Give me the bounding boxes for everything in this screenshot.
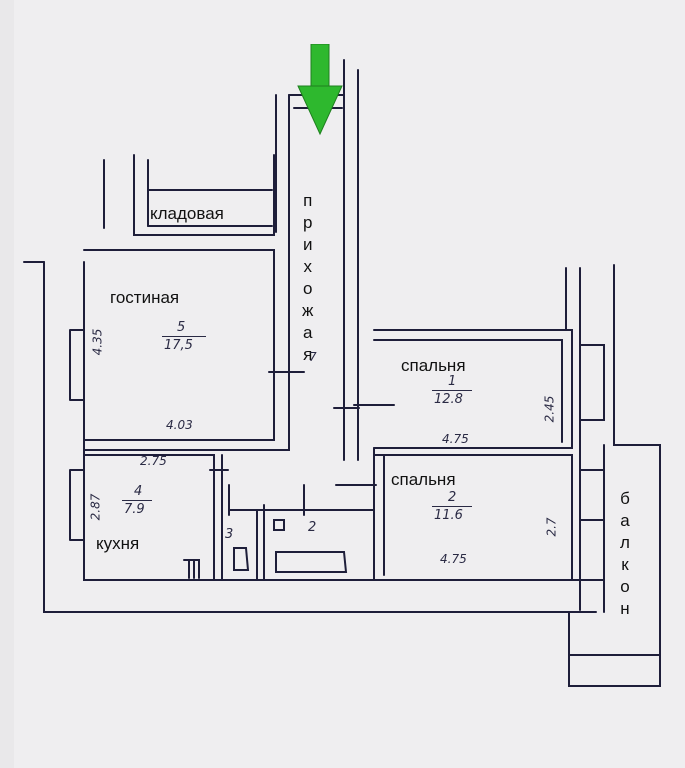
balcony-letter: н (620, 599, 630, 618)
hallway-letter: п (303, 191, 313, 210)
paper-sheet: кладовая п р и х о ж а я 7 гостиная 5 17… (14, 0, 685, 768)
balcony-letter: а (620, 511, 630, 530)
room-label-balcony: б а л к о н (620, 488, 630, 620)
bedroom2-height: 2.7 (544, 517, 559, 537)
bedroom2-fraction-line (432, 506, 472, 507)
hallway-letter: х (303, 257, 312, 276)
living-number: 5 (177, 320, 186, 335)
bedroom2-area: 11.6 (434, 508, 463, 523)
bathroom-number: 2 (308, 520, 317, 535)
living-room-walls (83, 249, 275, 441)
hallway-letter: и (302, 235, 313, 254)
balcony-letter: л (620, 533, 630, 552)
bedroom2-number: 2 (448, 490, 457, 505)
balcony-letter: к (621, 555, 629, 574)
entrance-arrow-icon (297, 44, 343, 136)
bedroom1-height: 2.45 (542, 395, 557, 423)
kitchen-area: 7.9 (124, 502, 145, 517)
room-label-storage: кладовая (150, 204, 224, 223)
floor-plan-drawing (23, 59, 661, 687)
room-label-bedroom2: спальня (391, 470, 456, 489)
bedroom1-area: 12.8 (434, 392, 463, 407)
bedroom1-number: 1 (448, 374, 457, 389)
bedroom1-walls (373, 329, 573, 449)
balcony-letter: б (620, 489, 630, 508)
bedroom2-width: 4.75 (440, 552, 467, 566)
room-label-hallway: п р и х о ж а я (302, 190, 313, 366)
wall-storage (133, 154, 275, 236)
kitchen-width: 2.75 (140, 454, 167, 468)
hallway-letter: о (302, 279, 313, 298)
living-fraction-line (162, 336, 206, 337)
kitchen-fraction-line (122, 500, 152, 501)
hallway-letter: а (302, 323, 313, 342)
living-height: 4.35 (90, 328, 105, 356)
bedroom1-width: 4.75 (442, 432, 469, 446)
room-label-kitchen: кухня (96, 534, 140, 553)
bedroom2-walls (373, 454, 573, 581)
balcony-letter: о (620, 577, 630, 596)
room-label-living: гостиная (110, 288, 180, 307)
outer-wall-bottom (43, 261, 597, 613)
hallway-letter: ж (302, 301, 314, 320)
toilet-number: 3 (225, 527, 234, 542)
hallway-letter: я (303, 345, 313, 364)
bathtub (275, 551, 348, 573)
hallway-number: 7 (309, 350, 317, 364)
hallway-letter: р (302, 213, 313, 232)
living-area: 17,5 (164, 338, 193, 353)
room-label-bedroom1: спальня (401, 356, 466, 375)
kitchen-number: 4 (134, 484, 143, 499)
bedroom1-fraction-line (432, 390, 472, 391)
balcony-outline (568, 611, 661, 687)
kitchen-height: 2.87 (88, 493, 103, 521)
kitchen-walls (83, 454, 215, 581)
outer-wall-right (565, 267, 581, 611)
living-width: 4.03 (166, 418, 193, 432)
